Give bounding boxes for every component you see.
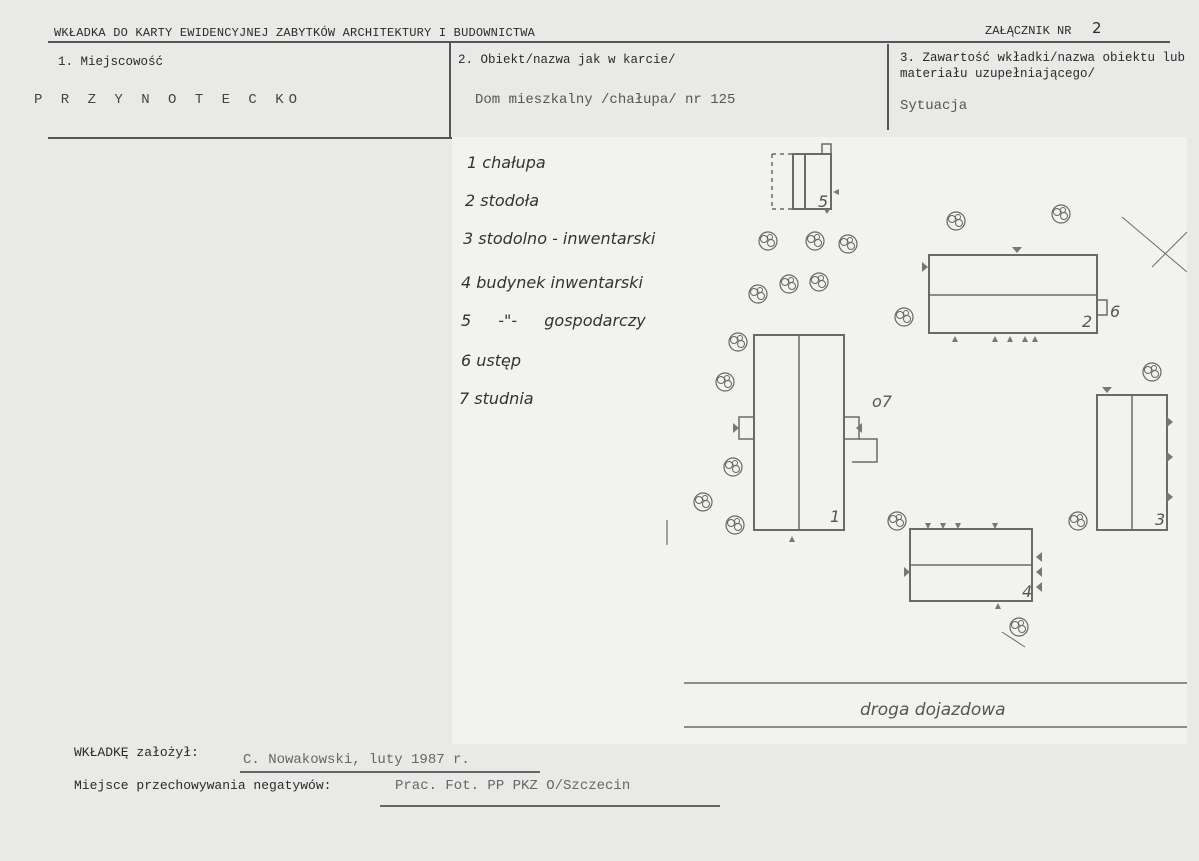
building-5-number: 5 [818,192,828,211]
header-rule [48,41,1170,43]
site-plan-drawing: 1 2 3 4 5 6 o7 droga dojazdowa [666,143,1187,728]
negatives-location-underline [380,805,720,807]
legend-item-3: 3 stodolno - inwentarski [463,229,656,248]
site-plan: 1 chałupa 2 stodoła 3 stodolno - inwenta… [452,137,1187,744]
building-6 [1096,299,1108,316]
contents-value: Sytuacja [900,98,968,114]
building-6-number: 6 [1110,302,1120,321]
contents-label: 3. Zawartość wkładki/nazwa obiektu lub m… [900,51,1186,81]
negatives-location-label: Miejsce przechowywania negatywów: [74,778,332,793]
legend-item-6: 6 ustęp [461,351,522,370]
well-number: o7 [872,392,893,411]
annex-number: 2 [1092,19,1102,37]
negatives-location-value: Prac. Fot. PP PKZ O/Szczecin [395,778,631,794]
place-value: P R Z Y N O T E C KO [34,92,303,108]
column-divider-2 [887,44,889,130]
building-1-number: 1 [830,507,840,526]
object-label: 2. Obiekt/nazwa jak w karcie/ [458,53,676,67]
annex-label: ZAŁĄCZNIK NR [985,24,1072,38]
created-by-underline [240,771,540,773]
place-label: 1. Miejscowość [58,55,164,69]
building-6a [821,143,832,155]
road-label: droga dojazdowa [860,700,1006,720]
created-by-value: C. Nowakowski, luty 1987 r. [243,752,470,768]
building-5 [792,153,832,210]
building-3-number: 3 [1155,510,1165,529]
legend-item-7: 7 studnia [459,389,534,408]
column-divider-1 [449,42,451,138]
legend-item-5: 5 -"- gospodarczy [461,311,646,330]
legend-item-2: 2 stodoła [465,191,540,210]
building-2 [928,254,1098,334]
building-4-number: 4 [1022,582,1032,601]
created-by-label: WKŁADKĘ założył: [74,745,199,760]
object-value: Dom mieszkalny /chałupa/ nr 125 [475,92,736,108]
legend-item-4: 4 budynek inwentarski [461,273,643,292]
header-title: WKŁADKA DO KARTY EWIDENCYJNEJ ZABYTKÓW A… [54,26,536,40]
building-2-number: 2 [1082,312,1092,331]
legend-item-1: 1 chałupa [467,153,546,172]
